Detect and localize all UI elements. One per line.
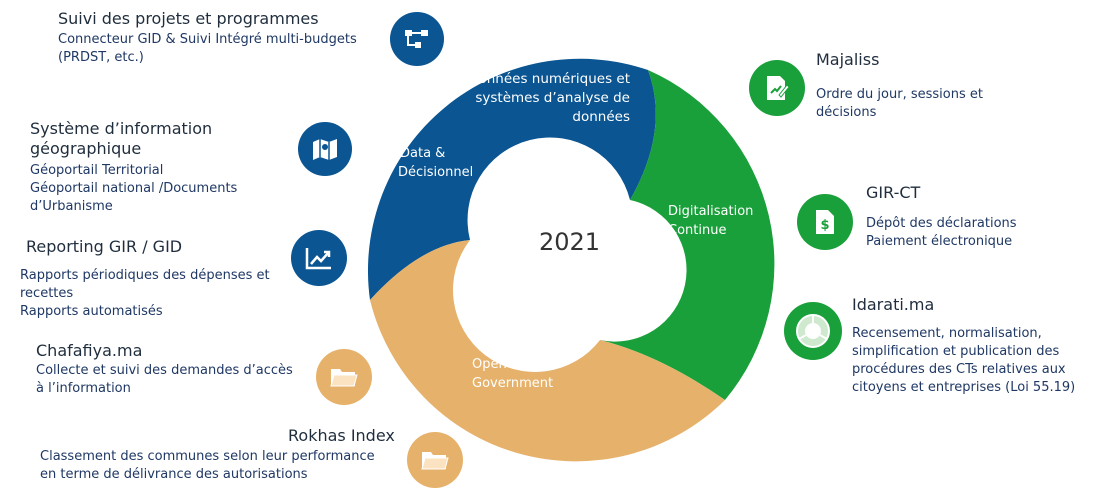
segment-digital-label: Digitalisation Continue <box>668 202 753 240</box>
item-reporting-desc: Rapports périodiques des dépenses et rec… <box>20 267 270 321</box>
item-chafafiya-desc: Collecte et suivi des demandes d’accès à… <box>36 362 293 398</box>
item-idarati-title: Idarati.ma <box>852 295 935 314</box>
segment-open-label-line: Open <box>472 357 507 372</box>
item-desc-line: Ordre du jour, sessions et <box>816 87 983 102</box>
segment-open <box>370 240 725 462</box>
cycle-icon <box>784 302 842 360</box>
item-rokhas-title: Rokhas Index <box>288 426 395 445</box>
document-edit-icon <box>749 60 805 116</box>
item-sig-title: Système d’information géographique <box>30 119 212 159</box>
item-desc-line: Recensement, normalisation, <box>852 326 1042 341</box>
item-desc-line: (PRDST, etc.) <box>58 50 144 65</box>
folder-icon <box>316 349 372 405</box>
item-desc-line: Dépôt des déclarations <box>866 216 1017 231</box>
segment-data-desc-line: Données numériques et <box>468 71 630 87</box>
item-desc-line: citoyens et entreprises (Loi 55.19) <box>852 380 1076 395</box>
item-desc-line: décisions <box>816 105 877 120</box>
item-desc-line: recettes <box>20 286 74 301</box>
item-suivi-desc: Connecteur GID & Suivi Intégré multi-bud… <box>58 31 357 67</box>
item-desc-line: Paiement électronique <box>866 234 1013 249</box>
item-desc-line: en terme de délivrance des autorisations <box>40 467 308 482</box>
item-majaliss-desc: Ordre du jour, sessions et décisions <box>816 86 983 122</box>
segment-data-label: Data & Décisionnel <box>398 144 473 182</box>
segment-digital-label-line: Digitalisation <box>668 204 754 219</box>
item-reporting-title: Reporting GIR / GID <box>26 237 183 256</box>
segment-data-desc-line: données <box>572 109 630 125</box>
item-desc-line: Géoportail Territorial <box>30 163 164 178</box>
segment-data-desc-line: systèmes d’analyse de <box>475 90 630 106</box>
folder-icon <box>407 432 463 488</box>
segment-data <box>367 58 656 301</box>
center-year: 2021 <box>539 228 601 256</box>
segment-open-label: Open Government <box>472 355 553 393</box>
item-title-line: géographique <box>30 139 142 158</box>
item-desc-line: à l’information <box>36 381 131 396</box>
map-icon <box>298 122 352 176</box>
item-desc-line: procédures des CTs relatives aux <box>852 362 1066 377</box>
item-desc-line: Rapports périodiques des dépenses et <box>20 268 270 283</box>
item-desc-line: d’Urbanisme <box>30 199 113 214</box>
segment-digital-label-line: Continue <box>668 223 727 238</box>
item-girct-desc: Dépôt des déclarations Paiement électron… <box>866 215 1017 251</box>
item-desc-line: Classement des communes selon leur perfo… <box>40 449 375 464</box>
segment-data-label-line: Décisionnel <box>398 165 474 180</box>
item-desc-line: Connecteur GID & Suivi Intégré multi-bud… <box>58 32 357 47</box>
segment-data-label-line: Data & <box>400 146 446 161</box>
item-desc-line: Géoportail national /Documents <box>30 181 238 196</box>
item-title-line: Système d’information <box>30 119 213 138</box>
item-desc-line: Rapports automatisés <box>20 304 163 319</box>
segment-digital <box>600 70 775 400</box>
item-chafafiya-title: Chafafiya.ma <box>36 341 143 360</box>
svg-text:$: $ <box>820 218 829 233</box>
invoice-icon: $ <box>797 194 853 250</box>
item-suivi-title: Suivi des projets et programmes <box>58 9 319 28</box>
flowchart-icon <box>390 12 444 66</box>
item-majaliss-title: Majaliss <box>816 50 880 69</box>
item-idarati-desc: Recensement, normalisation, simplificati… <box>852 325 1075 397</box>
center-circle <box>502 178 630 306</box>
chart-icon <box>291 230 347 286</box>
segment-open-label-line: Government <box>472 376 554 391</box>
item-desc-line: simplification et publication des <box>852 344 1060 359</box>
item-sig-desc: Géoportail Territorial Géoportail nation… <box>30 162 237 216</box>
item-desc-line: Collecte et suivi des demandes d’accès <box>36 363 293 378</box>
segment-data-desc: Données numériques et systèmes d’analyse… <box>452 70 630 127</box>
item-girct-title: GIR-CT <box>866 183 921 202</box>
item-rokhas-desc: Classement des communes selon leur perfo… <box>40 448 375 484</box>
